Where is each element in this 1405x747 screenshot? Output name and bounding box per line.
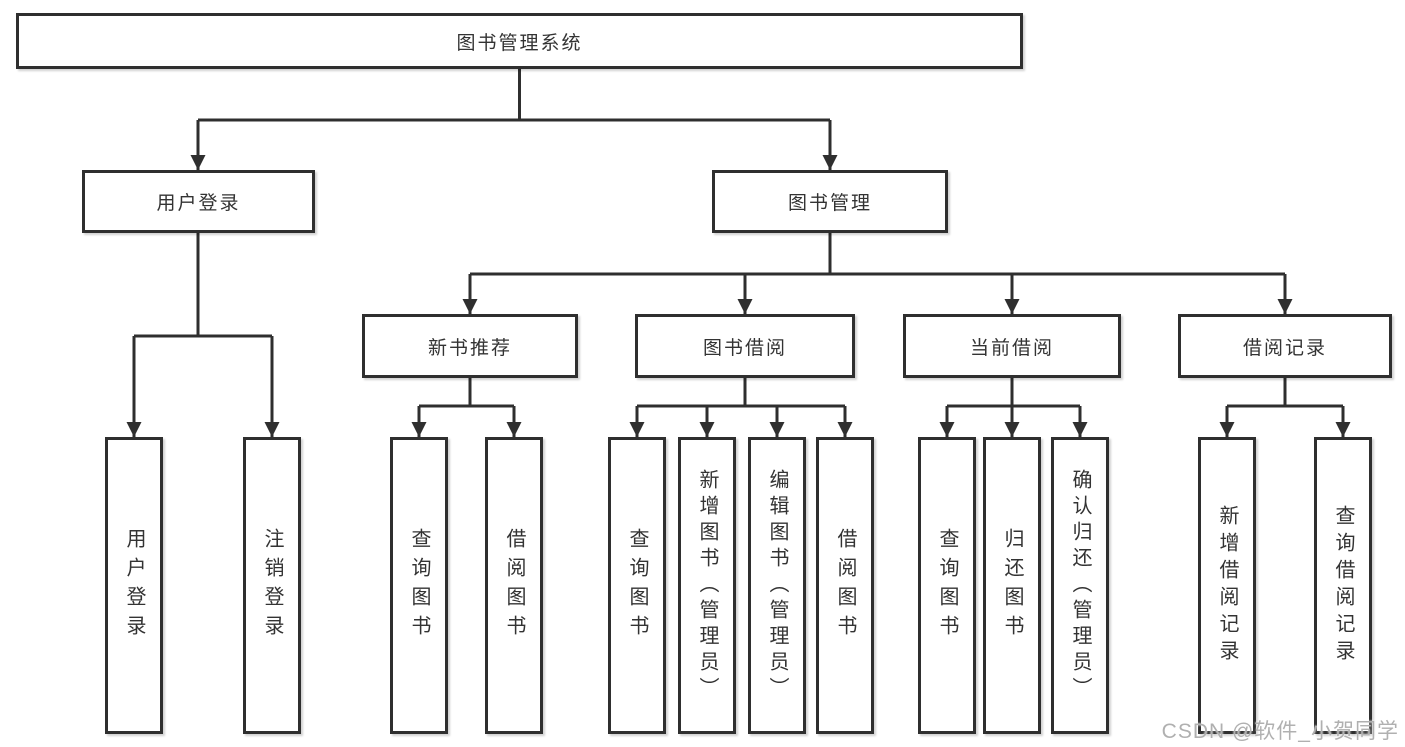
node-user-login-label: 用户登录 (156, 193, 241, 214)
leaf-query-books-recommend: 查询图书 (390, 437, 448, 734)
leaf-edit-books-admin-label: 编辑图书（管理员） (766, 468, 788, 703)
connector-current-borrowing-trunk (947, 378, 1080, 408)
leaf-add-books-admin-label: 新增图书（管理员） (696, 468, 718, 703)
leaf-query-books-recommend-label: 查询图书 (408, 527, 430, 644)
connector-book-borrowing-trunk (637, 378, 845, 408)
node-root: 图书管理系统 (16, 13, 1023, 69)
connector-book-management-trunk (470, 233, 1285, 276)
node-new-book-recommendation-label: 新书推荐 (427, 337, 512, 359)
leaf-borrow-books-borrowing-label: 借阅图书 (834, 527, 856, 644)
leaf-add-borrow-record: 新增借阅记录 (1198, 437, 1256, 734)
leaf-query-books-borrowing-label: 查询图书 (626, 527, 648, 644)
leaf-borrow-books-recommend: 借阅图书 (485, 437, 543, 734)
node-root-label: 图书管理系统 (456, 32, 583, 54)
leaf-edit-books-admin: 编辑图书（管理员） (748, 437, 806, 734)
leaf-query-borrow-record: 查询借阅记录 (1314, 437, 1372, 734)
node-book-borrowing-label: 图书借阅 (702, 337, 787, 359)
leaf-return-books-label: 归还图书 (1001, 527, 1023, 644)
node-borrowing-records-label: 借阅记录 (1242, 337, 1327, 359)
node-current-borrowing: 当前借阅 (903, 314, 1121, 378)
leaf-confirm-return-admin-label: 确认归还（管理员） (1069, 468, 1091, 703)
node-book-borrowing: 图书借阅 (635, 314, 855, 378)
connector-root-trunk (198, 69, 830, 122)
leaf-query-books-current: 查询图书 (918, 437, 976, 734)
leaf-logout-login: 注销登录 (243, 437, 301, 734)
leaf-query-borrow-record-label: 查询借阅记录 (1332, 504, 1354, 667)
node-new-book-recommendation: 新书推荐 (362, 314, 578, 378)
connector-user-login-trunk (134, 233, 272, 338)
leaf-add-borrow-record-label: 新增借阅记录 (1216, 504, 1238, 667)
leaf-confirm-return-admin: 确认归还（管理员） (1051, 437, 1109, 734)
leaf-query-books-borrowing: 查询图书 (608, 437, 666, 734)
leaf-add-books-admin: 新增图书（管理员） (678, 437, 736, 734)
node-book-management-label: 图书管理 (787, 193, 872, 214)
leaf-user-login: 用户登录 (105, 437, 163, 734)
leaf-borrow-books-recommend-label: 借阅图书 (503, 527, 525, 644)
watermark: CSDN @软件_小贺同学 (1161, 720, 1399, 743)
node-current-borrowing-label: 当前借阅 (969, 337, 1054, 359)
connector-new-book-trunk (419, 378, 514, 408)
leaf-logout-login-label: 注销登录 (261, 527, 283, 644)
leaf-return-books: 归还图书 (983, 437, 1041, 734)
leaf-user-login-label: 用户登录 (123, 527, 145, 644)
leaf-borrow-books-borrowing: 借阅图书 (816, 437, 874, 734)
node-borrowing-records: 借阅记录 (1178, 314, 1392, 378)
connector-borrow-records-trunk (1227, 378, 1343, 408)
node-user-login: 用户登录 (82, 170, 315, 233)
leaf-query-books-current-label: 查询图书 (936, 527, 958, 644)
node-book-management: 图书管理 (712, 170, 948, 233)
